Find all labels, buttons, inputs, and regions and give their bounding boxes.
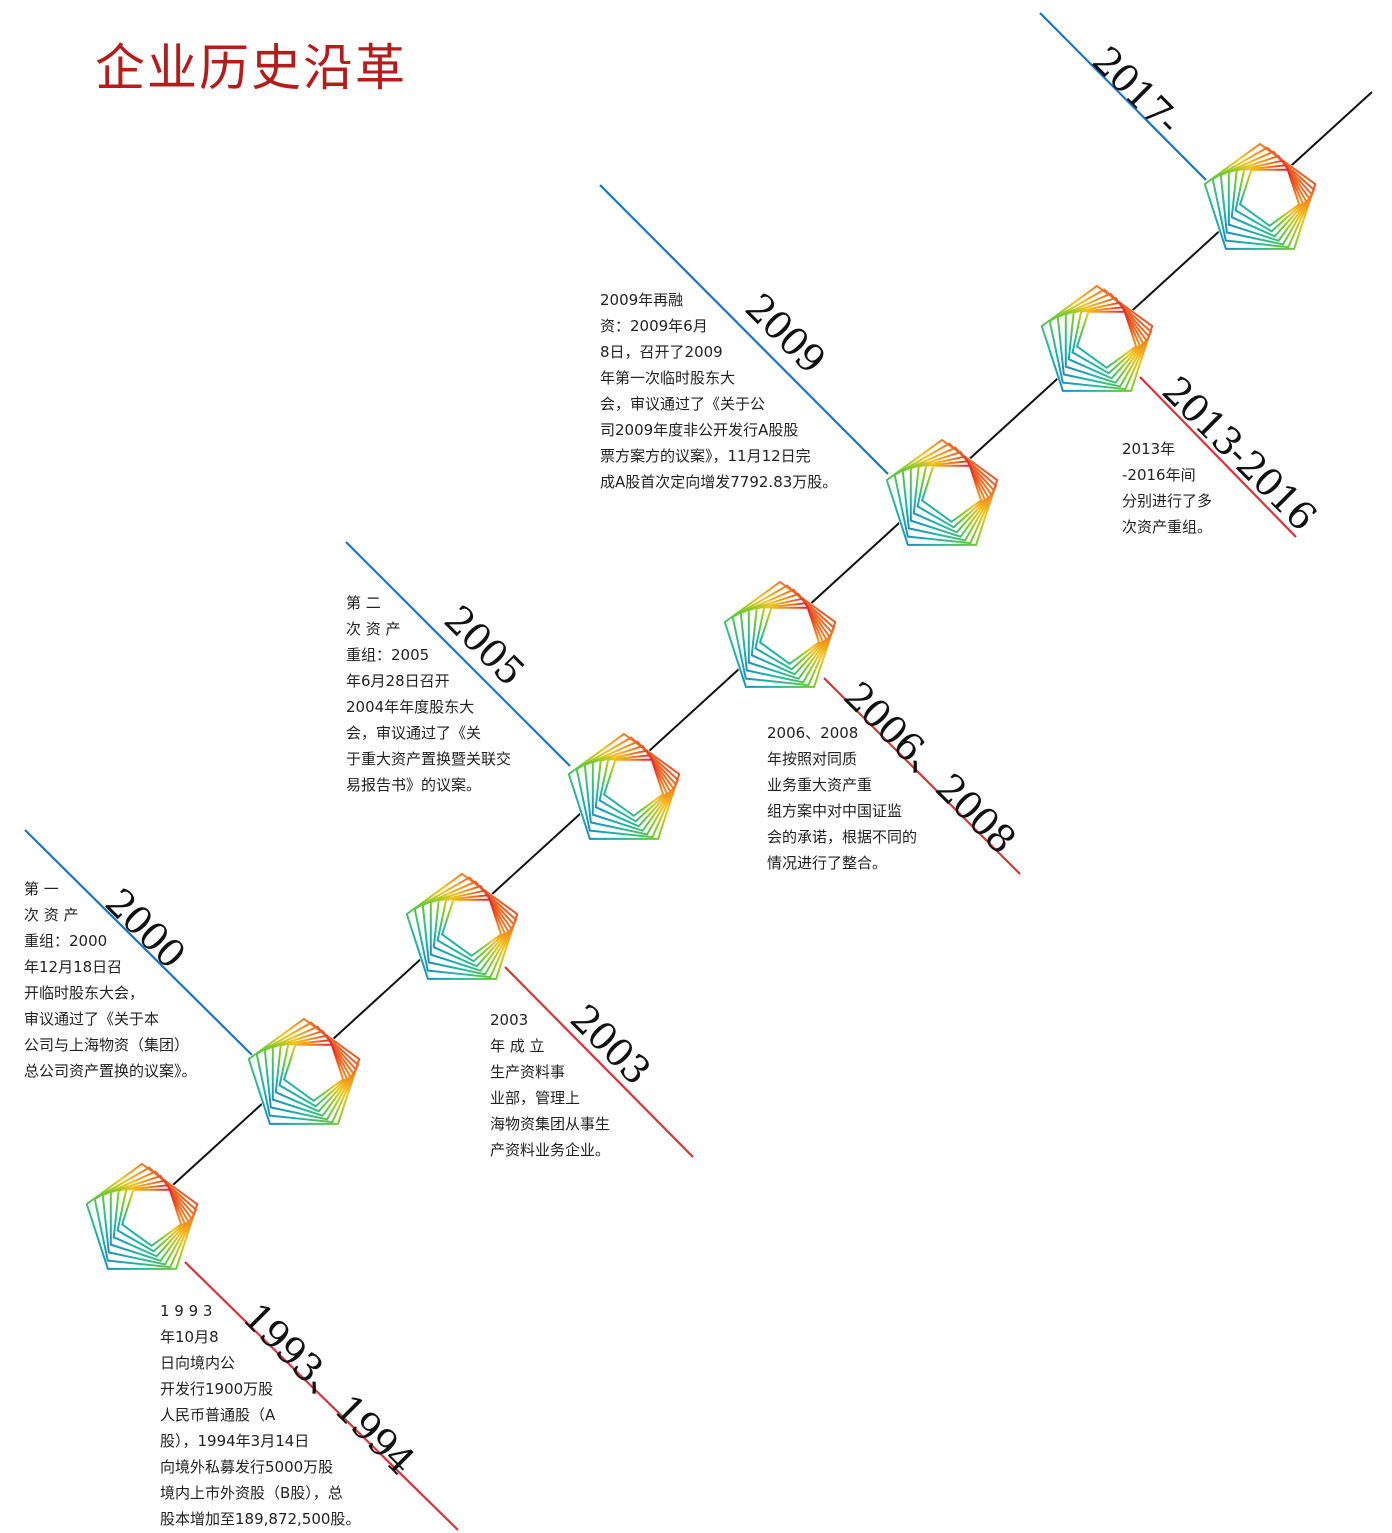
milestone-description: 2003 年 成 立 生产资料事 业部，管理上 海物资集团从事生 产资料业务企业… <box>490 1011 611 1159</box>
upper-branch-line <box>599 184 889 475</box>
upper-branch-line <box>1039 12 1207 181</box>
milestone-node-icon <box>1202 142 1318 251</box>
node-ring <box>758 606 821 666</box>
node-ring <box>120 1188 183 1248</box>
node-ring <box>282 1043 345 1103</box>
milestone-description: 2009年再融 资：2009年6月 8日，召开了2009 年第一次临时股东大 会… <box>600 291 838 491</box>
milestone-description: 2013年 -2016年间 分别进行了多 次资产重组。 <box>1122 440 1213 536</box>
lower-branch-line <box>823 677 1021 875</box>
lower-branch-line <box>1139 376 1297 538</box>
branches <box>24 12 1297 1531</box>
milestone-description: 1 9 9 3 年10月8 日向境内公 开发行1900万股 人民币普通股（A 股… <box>160 1302 361 1528</box>
milestone-description: 第 一 次 资 产 重组：2000 年12月18日召 开临时股东大会， 审议通过… <box>24 880 197 1080</box>
milestone-description: 第 二 次 资 产 重组：2005 年6月28日召开 2004年年度股东大 会，… <box>346 594 512 794</box>
milestone-nodes <box>84 142 1318 1271</box>
node-ring <box>602 758 665 818</box>
node-ring <box>440 898 503 958</box>
node-ring <box>1238 168 1301 228</box>
milestone-node-icon <box>404 872 520 981</box>
milestone-description: 2006、2008 年按照对同质 业务重大资产重 组方案中对中国证监 会的承诺，… <box>767 724 918 872</box>
node-ring <box>1075 310 1138 370</box>
upper-branch-line <box>345 541 571 767</box>
milestone-node-icon <box>566 732 682 841</box>
milestone-node-icon <box>1039 284 1155 393</box>
milestone-node-icon <box>884 438 1000 547</box>
lower-branch-line <box>504 966 694 1158</box>
lower-branch-line <box>184 1261 459 1531</box>
milestone-node-icon <box>722 580 838 689</box>
node-ring <box>920 464 983 524</box>
page-title: 企业历史沿革 <box>95 39 407 97</box>
milestone-node-icon <box>84 1162 200 1271</box>
upper-branch-line <box>24 829 253 1056</box>
milestone-node-icon <box>246 1017 362 1126</box>
